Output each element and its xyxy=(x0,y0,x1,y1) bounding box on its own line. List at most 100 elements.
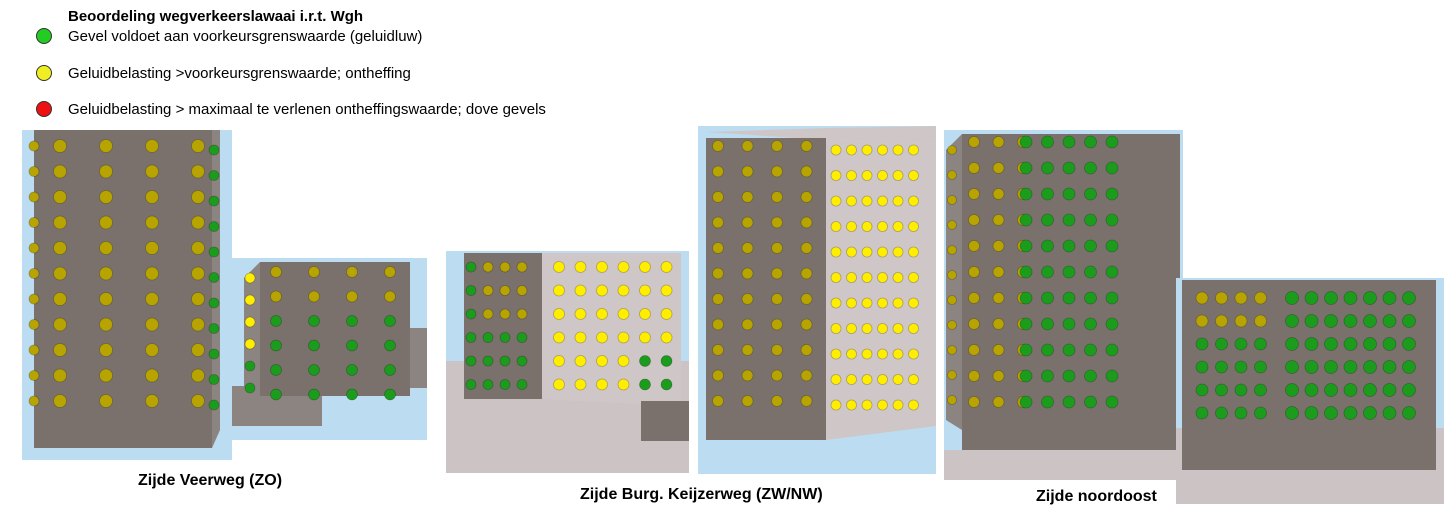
legend-item-yellow: Geluidbelasting >voorkeursgrenswaarde; o… xyxy=(36,63,411,83)
receptor-dot xyxy=(617,284,630,297)
receptor-dot xyxy=(28,166,40,177)
receptor-dot xyxy=(99,368,113,383)
receptor-dot xyxy=(660,331,673,344)
receptor-dot xyxy=(947,270,957,280)
receptor-dot xyxy=(846,297,857,309)
keijzerweg-tower-image xyxy=(698,126,936,474)
receptor-dot xyxy=(1105,395,1119,409)
receptor-dot xyxy=(1285,291,1299,305)
receptor-dot xyxy=(1105,239,1119,253)
receptor-dot xyxy=(208,170,220,181)
legend-item-green: Gevel voldoet aan voorkeursgrenswaarde (… xyxy=(36,26,422,46)
caption-keijzerweg: Zijde Burg. Keijzerweg (ZW/NW) xyxy=(580,486,823,503)
receptor-dot xyxy=(1324,314,1338,328)
receptor-dot xyxy=(992,344,1005,356)
receptor-dot xyxy=(1019,187,1033,201)
receptor-dot xyxy=(482,355,494,367)
receptor-dot xyxy=(1363,291,1377,305)
receptor-dot xyxy=(1019,135,1033,149)
receptor-dot xyxy=(861,144,873,156)
receptor-dot xyxy=(1084,395,1097,409)
receptor-dot xyxy=(1041,187,1054,201)
receptor-dot xyxy=(1195,291,1209,305)
receptor-dot xyxy=(244,360,256,372)
receptor-dot xyxy=(596,378,608,391)
receptor-dot xyxy=(741,318,754,331)
receptor-dot xyxy=(191,317,205,332)
ground xyxy=(944,450,1183,480)
receptor-dot xyxy=(465,261,477,273)
receptor-dot xyxy=(1304,383,1319,397)
receptor-dot xyxy=(1285,383,1299,397)
receptor-dot xyxy=(892,297,904,309)
receptor-dot xyxy=(992,240,1005,252)
receptor-dot xyxy=(1041,369,1054,383)
receptor-dot xyxy=(892,272,904,283)
receptor-dot xyxy=(1363,360,1377,374)
receptor-dot xyxy=(516,308,528,320)
receptor-dot xyxy=(846,195,857,207)
receptor-dot xyxy=(145,292,159,306)
receptor-dot xyxy=(800,395,813,407)
render-keijzerweg-tower xyxy=(698,126,936,474)
receptor-dot xyxy=(1195,406,1209,420)
receptor-dot xyxy=(191,292,205,306)
receptor-dot xyxy=(145,190,159,204)
receptor-dot xyxy=(28,140,40,152)
receptor-dot xyxy=(877,272,888,283)
receptor-dot xyxy=(968,162,980,174)
receptor-dot xyxy=(830,399,842,411)
receptor-dot xyxy=(191,139,205,153)
receptor-dot xyxy=(1254,314,1267,328)
receptor-dot xyxy=(892,323,904,334)
receptor-dot xyxy=(384,315,396,327)
receptor-dot xyxy=(741,293,754,305)
receptor-dot xyxy=(947,320,957,330)
receptor-dot xyxy=(639,378,651,391)
receptor-dot xyxy=(308,266,320,278)
receptor-dot xyxy=(639,355,651,367)
receptor-dot xyxy=(877,144,888,156)
receptor-dot xyxy=(1215,337,1228,351)
receptor-dot xyxy=(53,215,67,230)
receptor-dot xyxy=(244,294,256,306)
receptor-dot xyxy=(482,285,494,296)
receptor-dot xyxy=(145,164,159,179)
receptor-dot xyxy=(270,266,282,278)
receptor-dot xyxy=(771,369,783,382)
receptor-dot xyxy=(908,170,919,181)
receptor-dot xyxy=(660,378,673,391)
yellow-dot-icon xyxy=(36,65,52,81)
receptor-dot xyxy=(191,343,205,357)
receptor-dot xyxy=(1215,314,1228,328)
receptor-dot xyxy=(346,364,358,376)
receptor-dot xyxy=(877,221,888,232)
legend-label-red: Geluidbelasting > maximaal te verlenen o… xyxy=(68,100,546,118)
receptor-dot xyxy=(208,246,220,258)
receptor-dot xyxy=(208,195,220,207)
receptor-dot xyxy=(1215,291,1228,305)
receptor-dot xyxy=(1234,291,1248,305)
receptor-dot xyxy=(712,318,724,331)
receptor-dot xyxy=(574,378,587,391)
receptor-dot xyxy=(99,292,113,306)
receptor-dot xyxy=(712,369,724,382)
receptor-dot xyxy=(516,332,528,343)
receptor-dot xyxy=(968,396,980,408)
receptor-dot xyxy=(1019,265,1033,279)
receptor-dot xyxy=(892,246,904,258)
receptor-dot xyxy=(1105,343,1119,357)
receptor-dot xyxy=(800,191,813,203)
receptor-dot xyxy=(596,355,608,367)
receptor-dot xyxy=(639,261,651,273)
receptor-dot xyxy=(771,395,783,407)
receptor-dot xyxy=(992,318,1005,330)
receptor-dot xyxy=(712,267,724,280)
green-dot-icon xyxy=(36,28,52,44)
receptor-dot xyxy=(208,144,220,156)
receptor-dot xyxy=(499,308,511,320)
receptor-dot xyxy=(771,242,783,254)
receptor-dot xyxy=(244,338,256,350)
receptor-dot xyxy=(1285,337,1299,351)
receptor-dot xyxy=(482,261,494,273)
